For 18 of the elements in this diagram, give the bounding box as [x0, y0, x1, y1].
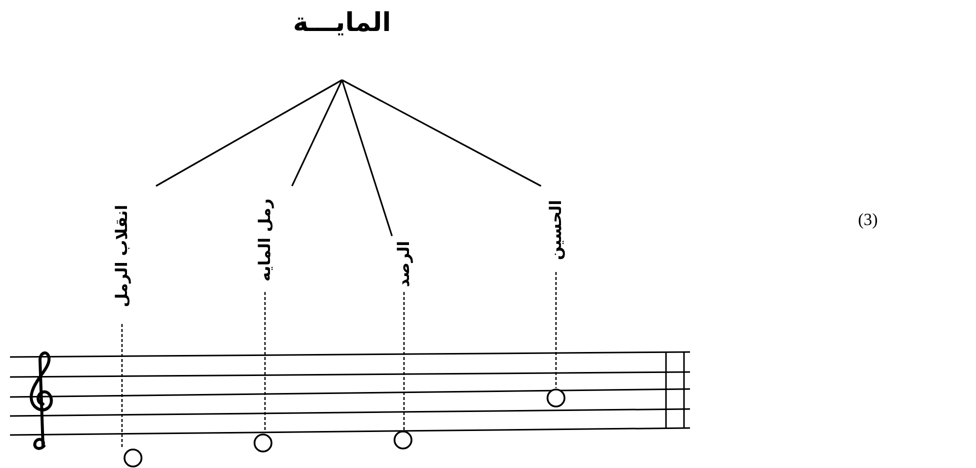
maqam-title: المايـــة — [292, 8, 392, 38]
note-head — [123, 448, 143, 468]
figure-number: (3) — [858, 210, 878, 230]
dashed-leader-line — [403, 292, 405, 430]
branch-line — [156, 79, 342, 187]
branch-label: الحسين — [545, 198, 566, 262]
dashed-leader-line — [121, 324, 123, 448]
dashed-leader-line — [555, 272, 557, 388]
branch-label: رمل المايه — [254, 198, 275, 284]
branch-line — [291, 80, 343, 186]
dashed-leader-line — [264, 292, 266, 433]
branch-line — [342, 79, 542, 187]
note-head — [546, 388, 566, 408]
note-head — [253, 433, 273, 453]
branch-line — [341, 80, 393, 236]
branch-label: الرصد — [393, 240, 414, 290]
branch-label: انقلاب الرمل — [111, 204, 132, 310]
note-head — [393, 430, 413, 450]
